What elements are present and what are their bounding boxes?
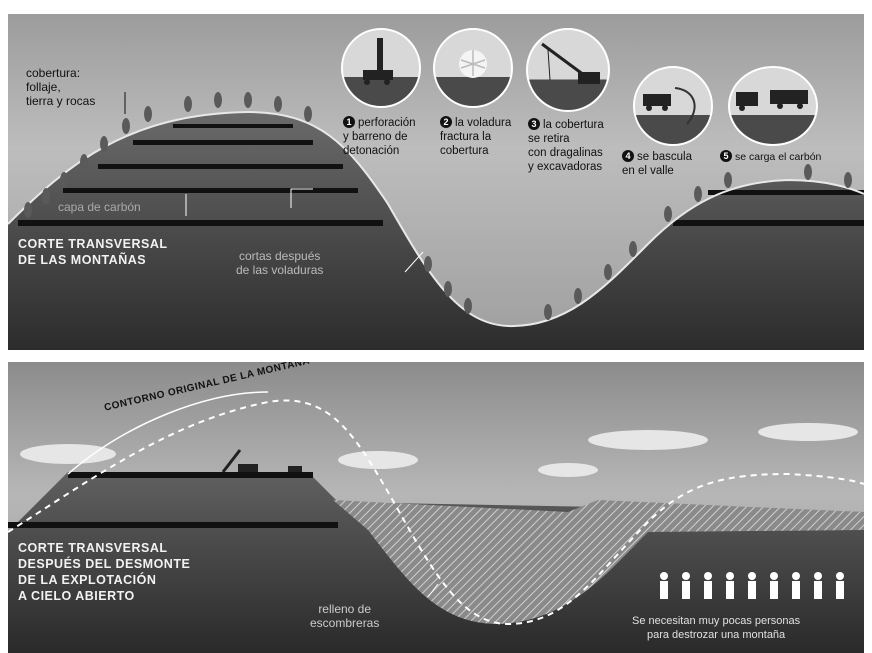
coal-seam — [708, 190, 864, 195]
people-icons — [656, 570, 856, 610]
coal-seam — [68, 472, 313, 478]
coal-seam — [173, 124, 293, 128]
coal-seam — [98, 164, 343, 169]
coal-seam — [8, 522, 338, 528]
step-number: 3 — [528, 118, 540, 130]
bottom-panel-title: CORTE TRANSVERSAL DESPUÉS DEL DESMONTE D… — [18, 540, 190, 604]
blast-icon — [433, 28, 513, 108]
step-number: 2 — [440, 116, 452, 128]
step-number: 4 — [622, 150, 634, 162]
bottom-cross-section-panel: CONTORNO ORIGINAL DE LA MONTAÑA CORTE TR… — [8, 362, 864, 653]
coal-seam — [18, 220, 383, 226]
people-caption: Se necesitan muy pocas personas para des… — [632, 614, 800, 642]
coal-layer-label: capa de carbón — [58, 200, 141, 214]
step-text: la cobertura se retira con dragalinas y … — [528, 119, 604, 173]
step-text: se carga el carbón — [735, 151, 821, 163]
top-panel-title: CORTE TRANSVERSAL DE LAS MONTAÑAS — [18, 236, 167, 268]
coal-seam — [673, 220, 864, 226]
mountain-profile — [8, 112, 864, 350]
dragline-icon — [526, 28, 610, 112]
step-number: 1 — [343, 116, 355, 128]
drilling-rig-icon — [341, 28, 421, 108]
step-number: 5 — [720, 150, 732, 162]
cuts-label: cortas después de las voladuras — [236, 249, 323, 277]
cover-label: cobertura: follaje, tierra y rocas — [26, 66, 95, 108]
mining-equipment — [223, 450, 302, 472]
top-cross-section-panel: cobertura: follaje, tierra y rocas capa … — [8, 14, 864, 350]
spoil-fill-label: relleno de escombreras — [310, 602, 379, 630]
dump-truck-icon — [633, 66, 713, 146]
clouds — [20, 423, 858, 477]
coal-seam — [63, 188, 358, 193]
coal-truck-icon — [728, 66, 818, 146]
coal-seam — [133, 140, 313, 145]
